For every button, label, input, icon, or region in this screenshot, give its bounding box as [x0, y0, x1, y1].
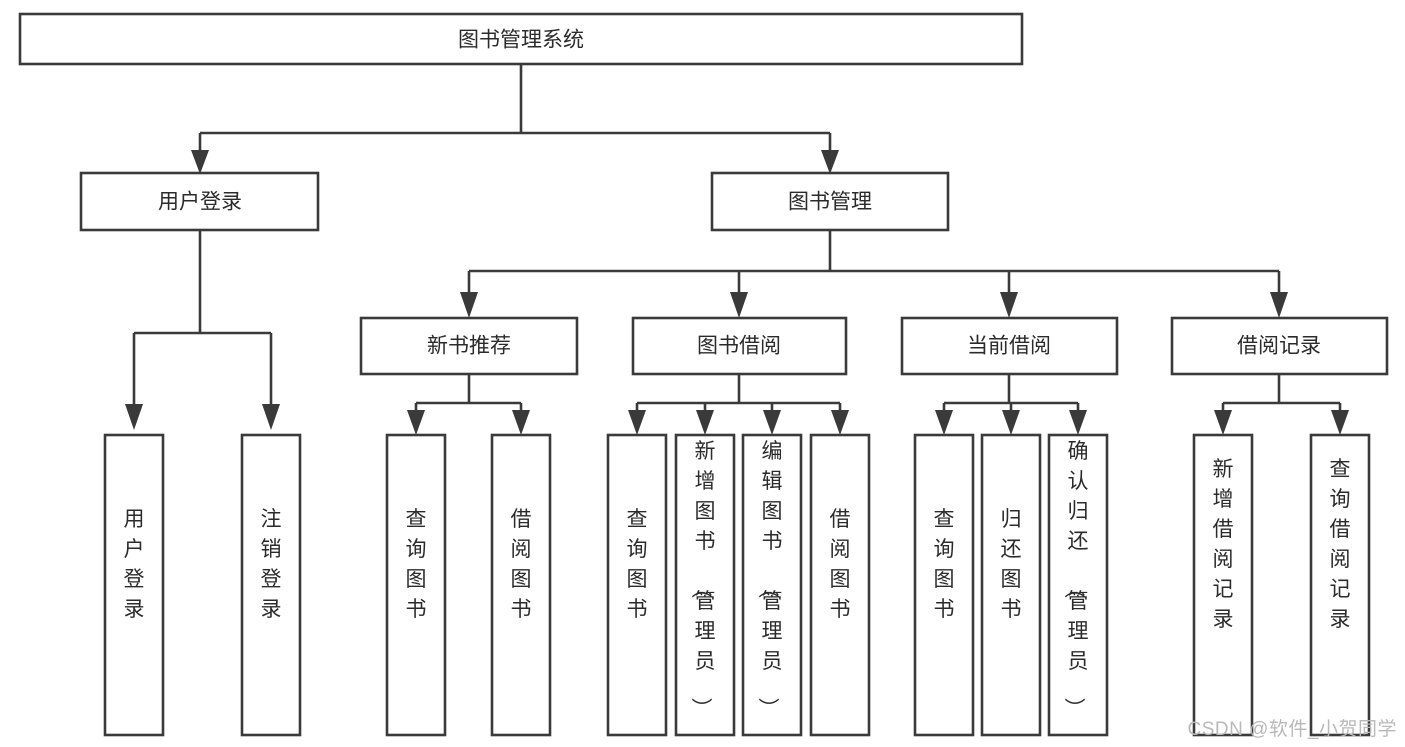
node-recommend-borrow-book[interactable]: 借阅图书: [490, 433, 552, 737]
arrow-icon-recommend-borrow-book: [512, 410, 530, 435]
csdn-watermark: CSDN @软件_小贺同学: [1187, 719, 1397, 740]
arrow-icon-record-query: [1331, 410, 1349, 435]
node-borrow-add-book-box[interactable]: [674, 433, 736, 737]
node-current-return-book-label: 归还图书: [1001, 508, 1022, 621]
node-new-book-recommend-label: 新书推荐: [427, 335, 511, 358]
node-current-borrow[interactable]: 当前借阅: [900, 316, 1119, 376]
node-book-borrow[interactable]: 图书借阅: [631, 316, 848, 376]
node-borrow-record-box[interactable]: [1170, 316, 1389, 376]
node-current-borrow-box[interactable]: [900, 316, 1119, 376]
arrow-icon-borrow-query-book: [628, 410, 646, 435]
node-user-login[interactable]: 用户登录: [79, 171, 320, 232]
node-borrow-add-book-label: 新增图书（管理员）: [690, 440, 716, 719]
node-current-confirm-return[interactable]: 确认归还（管理员）: [1047, 433, 1109, 737]
node-record-add[interactable]: 新增借阅记录: [1192, 433, 1254, 737]
node-book-borrow-box[interactable]: [631, 316, 848, 376]
arrow-icon-current-return-book: [1002, 410, 1020, 435]
arrow-icon-recommend-query-book: [407, 410, 425, 435]
node-borrow-record-label: 借阅记录: [1237, 335, 1321, 358]
arrow-icon-user-login-logout: [262, 404, 280, 430]
node-root-box[interactable]: [18, 12, 1024, 66]
arrow-icon-user-login: [191, 150, 209, 174]
node-record-add-label: 新增借阅记录: [1213, 458, 1234, 631]
node-borrow-add-book[interactable]: 新增图书（管理员）: [674, 433, 736, 737]
node-user-login-logout[interactable]: 注销登录: [240, 433, 302, 737]
node-borrow-record[interactable]: 借阅记录: [1170, 316, 1389, 376]
node-user-login-login-box[interactable]: [103, 433, 165, 737]
node-borrow-borrow-book[interactable]: 借阅图书: [809, 433, 871, 737]
node-borrow-edit-book[interactable]: 编辑图书（管理员）: [741, 433, 803, 737]
node-book-management-label: 图书管理: [788, 191, 872, 214]
node-current-confirm-return-label: 确认归还（管理员）: [1063, 440, 1089, 719]
node-record-query[interactable]: 查询借阅记录: [1309, 433, 1371, 737]
arrow-icon-borrow-borrow-book: [831, 410, 849, 435]
node-book-management-box[interactable]: [710, 171, 950, 232]
node-current-borrow-label: 当前借阅: [967, 335, 1051, 358]
node-record-query-label: 查询借阅记录: [1330, 458, 1351, 631]
arrow-icon-book-management: [821, 150, 839, 174]
node-recommend-query-book-label: 查询图书: [406, 508, 427, 621]
node-book-borrow-label: 图书借阅: [697, 335, 781, 358]
node-borrow-query-book[interactable]: 查询图书: [606, 433, 668, 737]
node-current-confirm-return-box[interactable]: [1047, 433, 1109, 737]
node-recommend-borrow-book-label: 借阅图书: [511, 508, 532, 621]
arrow-icon-borrow-add-book: [696, 410, 714, 435]
node-borrow-edit-book-label: 编辑图书（管理员）: [757, 440, 783, 719]
node-new-book-recommend[interactable]: 新书推荐: [359, 316, 579, 376]
node-record-add-box[interactable]: [1192, 433, 1254, 737]
node-user-login-logout-box[interactable]: [240, 433, 302, 737]
node-user-login-login-label: 用户登录: [124, 508, 145, 621]
arrow-icon-record-add: [1214, 410, 1232, 435]
node-borrow-borrow-book-label: 借阅图书: [830, 508, 851, 621]
node-user-login-logout-label: 注销登录: [261, 508, 282, 621]
node-borrow-query-book-box[interactable]: [606, 433, 668, 737]
node-user-login-label: 用户登录: [158, 191, 242, 214]
arrow-icon-current-query-book: [935, 410, 953, 435]
arrow-icon-new-book-recommend: [460, 292, 478, 318]
connector-layer: [125, 64, 1349, 435]
arrow-icon-current-borrow: [1000, 292, 1018, 318]
node-recommend-query-book[interactable]: 查询图书: [385, 433, 447, 737]
node-current-query-book-label: 查询图书: [934, 508, 955, 621]
node-user-login-login[interactable]: 用户登录: [103, 433, 165, 737]
node-root[interactable]: 图书管理系统: [18, 12, 1024, 66]
arrow-icon-user-login-login: [125, 404, 143, 430]
arrow-icon-current-confirm-return: [1069, 410, 1087, 435]
arrow-icon-borrow-record: [1270, 292, 1288, 318]
node-borrow-edit-book-box[interactable]: [741, 433, 803, 737]
node-borrow-query-book-label: 查询图书: [627, 508, 648, 621]
node-root-label: 图书管理系统: [458, 29, 584, 52]
node-current-query-book[interactable]: 查询图书: [913, 433, 975, 737]
node-book-management[interactable]: 图书管理: [710, 171, 950, 232]
node-current-return-book[interactable]: 归还图书: [980, 433, 1042, 737]
node-user-login-box[interactable]: [79, 171, 320, 232]
node-current-return-book-box[interactable]: [980, 433, 1042, 737]
node-new-book-recommend-box[interactable]: [359, 316, 579, 376]
node-record-query-box[interactable]: [1309, 433, 1371, 737]
arrow-icon-borrow-edit-book: [763, 410, 781, 435]
arrow-icon-book-borrow: [730, 292, 748, 318]
node-borrow-borrow-book-box[interactable]: [809, 433, 871, 737]
node-recommend-borrow-book-box[interactable]: [490, 433, 552, 737]
node-recommend-query-book-box[interactable]: [385, 433, 447, 737]
node-current-query-book-box[interactable]: [913, 433, 975, 737]
